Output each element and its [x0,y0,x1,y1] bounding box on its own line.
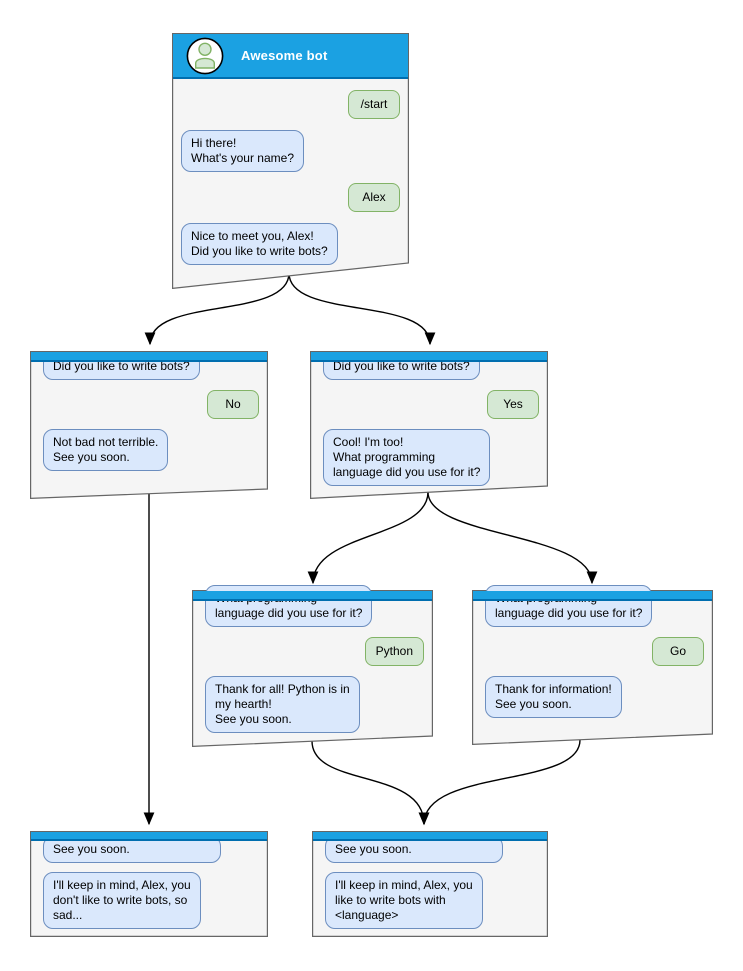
connector-yes-to-go [427,491,598,585]
window-titlebar [473,591,712,601]
user-message: Yes [487,390,539,419]
connector-python-to-end [311,740,430,826]
chat-window-branch-yes: Did you like to write bots? Yes Cool! I'… [310,351,548,499]
chat-window-end-yes: See you soon. I'll keep in mind, Alex, y… [312,831,548,937]
window-titlebar [311,352,547,362]
bot-message: Cool! I'm too! What programming language… [323,429,491,486]
window-titlebar [193,591,432,601]
bot-title: Awesome bot [241,48,328,63]
window-titlebar: Awesome bot [173,34,408,79]
connector-go-to-end [418,739,581,826]
chat-window-end-no: See you soon. I'll keep in mind, Alex, y… [30,831,268,937]
chat-window-branch-no: Did you like to write bots? No Not bad n… [30,351,268,499]
chat-window-python: What programming language did you use fo… [192,585,433,747]
bot-message: Thank for all! Python is in my hearth! S… [205,676,360,733]
connector-start-to-no [144,272,290,346]
user-message: Alex [348,183,400,212]
chat-window-start: Awesome bot /start Hi there! What's your… [172,33,409,289]
connector-start-to-yes [288,272,436,346]
window-titlebar [31,832,267,841]
bot-message: Not bad not terrible. See you soon. [43,429,169,471]
user-message: Python [364,637,424,666]
bot-avatar-person-icon [186,37,224,75]
window-titlebar [31,352,267,362]
user-message: Go [652,637,704,666]
bot-message: I'll keep in mind, Alex, you don't like … [43,872,201,929]
bot-message: Nice to meet you, Alex! Did you like to … [181,223,338,265]
user-message: /start [348,90,400,119]
bot-message: Hi there! What's your name? [181,130,305,172]
connector-yes-to-python [307,491,429,585]
user-message: No [207,390,259,419]
window-titlebar [313,832,547,841]
chat-window-go: What programming language did you use fo… [472,585,713,745]
bot-message: Thank for information! See you soon. [485,676,622,718]
bot-message: I'll keep in mind, Alex, you like to wri… [325,872,483,929]
